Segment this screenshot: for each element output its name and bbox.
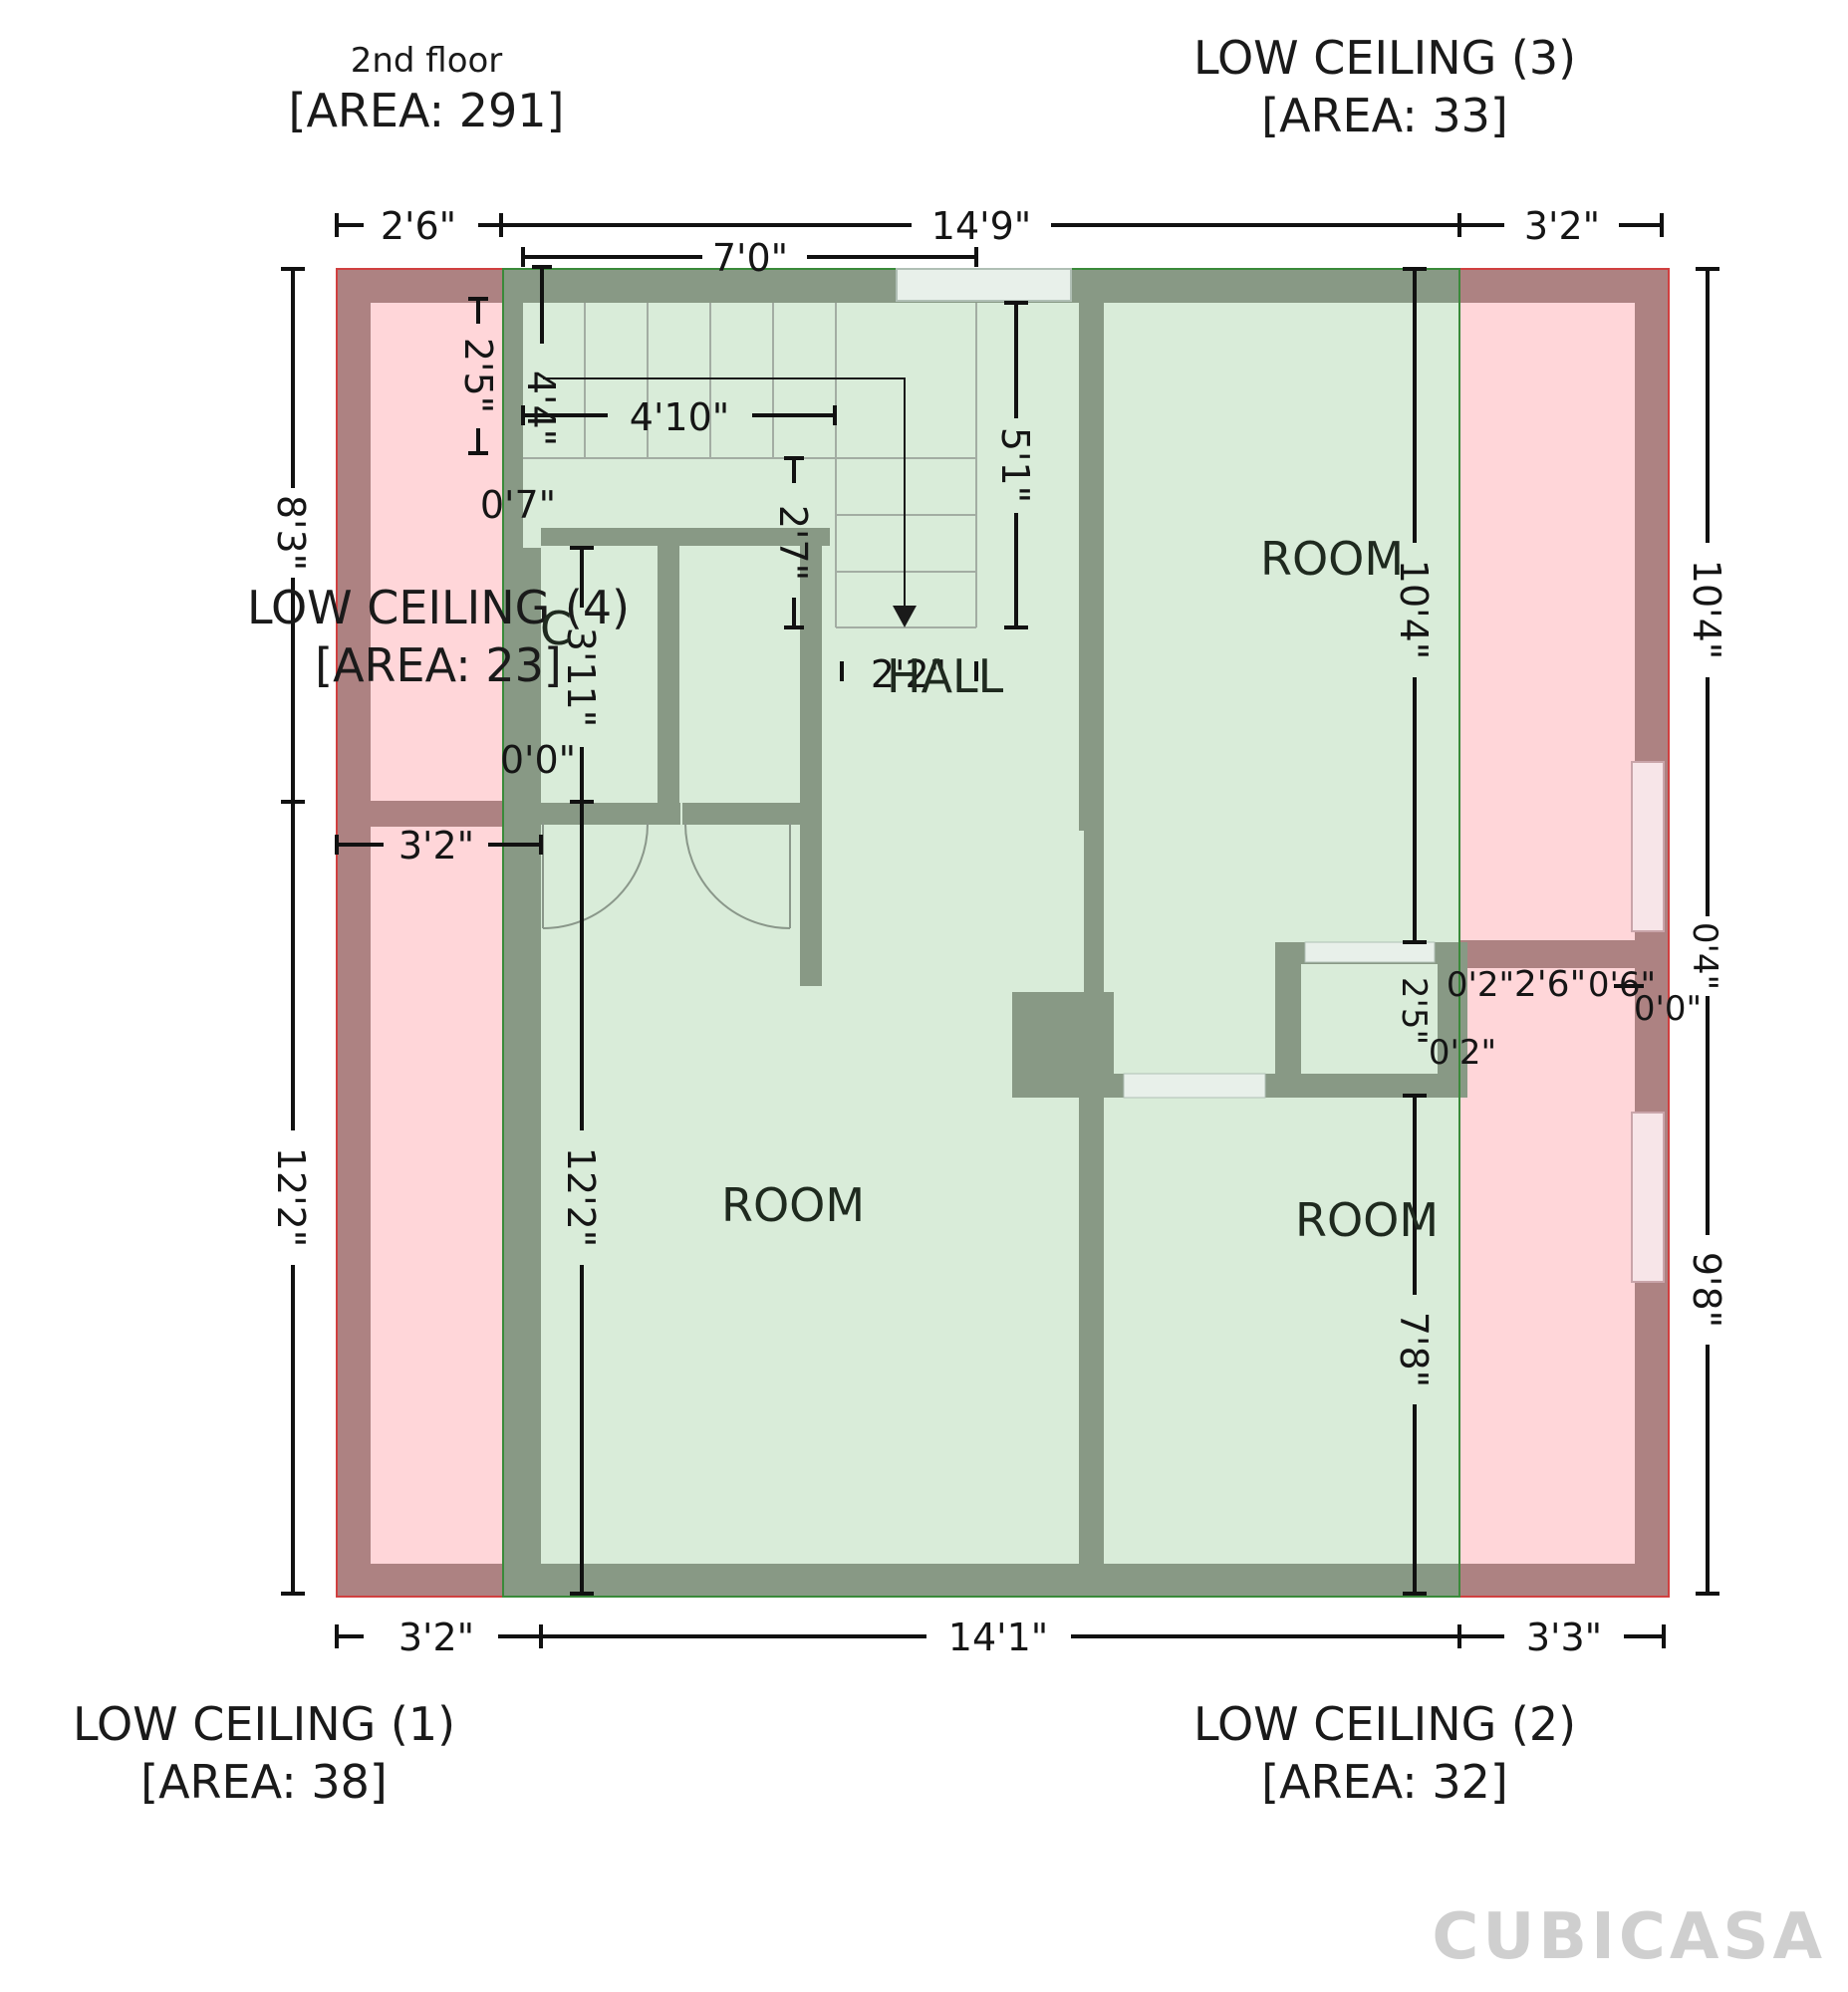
- stair-direction-arrow: [893, 606, 917, 627]
- low-ceiling-2-label: LOW CEILING (2) [AREA: 32]: [1136, 1696, 1634, 1811]
- hall-divider-wall-lower: [1079, 1096, 1103, 1564]
- dim-label-left-upper: 8'3": [269, 495, 313, 571]
- dim-label-top-left: 2'6": [381, 204, 456, 248]
- low-ceiling-4-title: LOW CEILING (4): [246, 581, 631, 634]
- room-label-closet: C: [540, 602, 573, 655]
- low-ceiling-1-label: LOW CEILING (1) [AREA: 38]: [40, 1696, 488, 1811]
- dim-label-right-lower: 9'8": [1685, 1252, 1728, 1328]
- window-top: [896, 268, 1072, 302]
- low-ceiling-1-title: LOW CEILING (1): [72, 1697, 456, 1751]
- dimension-lines: [281, 213, 1719, 1648]
- door-swing: [542, 822, 650, 929]
- dim-label-top-mid: 14'9": [931, 204, 1031, 248]
- dim-label-bottom-right: 3'3": [1526, 1616, 1602, 1659]
- closet-divider: [658, 546, 679, 807]
- dimension-labels: 2'6" 14'9" 3'2" 7'0" 3'2" 14'1" 3'3" 4'1…: [269, 204, 1728, 1659]
- window-right-lower: [1631, 1112, 1665, 1283]
- dim-label-stair-upper-left: 2'5": [456, 338, 500, 413]
- dim-label-top-right: 3'2": [1524, 204, 1600, 248]
- floor-title: 2nd floor: [350, 41, 503, 81]
- low-ceiling-3-inner: [1459, 303, 1635, 940]
- stair-direction-line: [543, 377, 906, 608]
- window-closet: [1304, 941, 1436, 963]
- dim-label-bottom-mid: 14'1": [948, 1616, 1048, 1659]
- window-inner: [1123, 1073, 1266, 1099]
- low-ceiling-2-area: [AREA: 32]: [1261, 1754, 1508, 1809]
- closet-right-wall: [800, 528, 822, 986]
- low-ceiling-2-title: LOW CEILING (2): [1192, 1697, 1577, 1751]
- low-ceiling-4-area: [AREA: 23]: [315, 637, 562, 692]
- dim-label-lc2-zero: 0'0": [1634, 989, 1702, 1029]
- dim-label-lc4-width: 3'2": [398, 824, 474, 868]
- door-swing: [683, 822, 791, 929]
- room-top-right-fill: [1104, 303, 1459, 1564]
- dim-label-room-tr-height: 10'4": [1392, 560, 1436, 659]
- chimney-block: [1012, 992, 1114, 1098]
- room-label-top-right: ROOM: [1260, 532, 1405, 586]
- low-ceiling-3-title: LOW CEILING (3): [1192, 31, 1577, 85]
- dim-label-hall-small: 2'2": [871, 652, 946, 696]
- hall-divider-wall-upper: [1079, 303, 1103, 831]
- closet-bottom-wall-b: [682, 803, 822, 825]
- low-ceiling-4-label: LOW CEILING (4) [AREA: 23]: [219, 580, 658, 694]
- dim-label-stair-side: 5'1": [993, 427, 1037, 503]
- dim-label-inner-left-lower: 12'2": [559, 1147, 603, 1247]
- dim-label-right-upper: 10'4": [1685, 560, 1728, 659]
- closet-bottom-wall-a: [541, 803, 680, 825]
- dim-label-closet-gap: 0'0": [500, 738, 576, 782]
- dim-label-stair-width: 7'0": [712, 236, 788, 280]
- closet-block-wall: [541, 528, 830, 546]
- room-label-bottom-left: ROOM: [721, 1178, 866, 1232]
- dim-label-closet-height: 3'11": [559, 627, 603, 727]
- small-closet-interior: [1301, 964, 1438, 1074]
- room-bottom-left-fill: [541, 996, 1084, 1564]
- low-ceiling-2-inner: [1459, 968, 1635, 1564]
- cubicasa-watermark: CUBICASA: [1432, 1900, 1826, 1974]
- dim-label-bottom-left: 3'2": [398, 1616, 474, 1659]
- small-closet-right-wall: [1438, 942, 1467, 1098]
- dim-label-left-lower: 12'2": [269, 1147, 313, 1247]
- floor-title-block: 2nd floor [AREA: 291]: [267, 40, 586, 139]
- dim-label-closet-right-height: 2'5": [1394, 977, 1434, 1045]
- room-label-hall: HALL: [887, 649, 1004, 703]
- windows: [896, 268, 1665, 1283]
- dim-label-room-br-height: 7'8": [1392, 1312, 1436, 1387]
- dim-label-stair-inner: 4'4": [519, 371, 563, 446]
- dim-label-nook-depth: 0'7": [480, 483, 556, 527]
- floor-area: [AREA: 291]: [288, 83, 565, 137]
- dim-label-lc2-width: 2'6": [1514, 964, 1586, 1005]
- room-label-bottom-right: ROOM: [1295, 1193, 1440, 1247]
- dim-label-wall-a: 0'2": [1447, 965, 1514, 1005]
- dim-label-wall-b: 0'2": [1429, 1033, 1496, 1073]
- dim-label-stair-run: 4'10": [630, 395, 729, 439]
- dim-label-lc2-right: 0'6": [1588, 965, 1656, 1005]
- dim-label-hall-step: 2'7": [771, 505, 815, 581]
- small-closet-left-wall: [1275, 942, 1301, 1098]
- window-right-upper: [1631, 761, 1665, 932]
- low-ceiling-3-area: [AREA: 33]: [1261, 88, 1508, 142]
- staircase: [523, 303, 977, 628]
- low-ceiling-3-label: LOW CEILING (3) [AREA: 33]: [1136, 30, 1634, 144]
- rooms-area: [502, 268, 1467, 1598]
- dim-label-lc2-tick: 0'4": [1685, 922, 1724, 990]
- low-ceiling-1-area: [AREA: 38]: [140, 1754, 388, 1809]
